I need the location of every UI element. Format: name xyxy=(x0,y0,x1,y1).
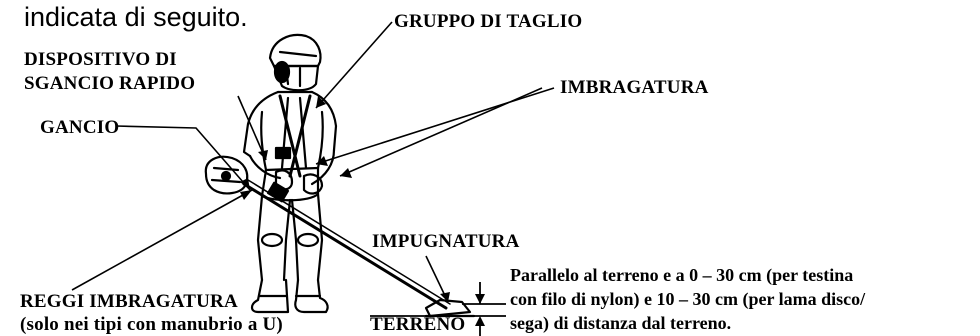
label-hook: GANCIO xyxy=(40,117,120,138)
label-harness-holder-note: (solo nei tipi con manubrio a U) xyxy=(20,314,283,335)
label-quick-release-line2: SGANCIO RAPIDO xyxy=(24,73,196,94)
operator-body-icon xyxy=(242,90,338,314)
trimmer-shaft-icon xyxy=(242,179,451,310)
arrowheads xyxy=(240,96,450,302)
distance-arrows xyxy=(475,294,485,326)
engine-icon xyxy=(204,155,249,195)
label-harness: IMBRAGATURA xyxy=(560,77,709,98)
note-line-3: sega) di distanza dal terreno. xyxy=(510,313,732,333)
note-line-1: Parallelo al terreno e a 0 – 30 cm (per … xyxy=(510,265,854,285)
label-harness-holder: REGGI IMBRAGATURA xyxy=(20,291,238,312)
label-cutting-group: GRUPPO DI TAGLIO xyxy=(394,11,583,32)
helmet-icon xyxy=(268,33,322,92)
intro-text: indicata di seguito. xyxy=(24,2,248,32)
label-grip: IMPUGNATURA xyxy=(372,231,520,252)
harness-straps-icon xyxy=(274,94,312,178)
label-ground: TERRENO xyxy=(370,314,466,335)
label-quick-release-line1: DISPOSITIVO DI xyxy=(24,49,177,70)
leader-lines xyxy=(71,21,555,303)
note-line-2: con filo di nylon) e 10 – 30 cm (per lam… xyxy=(510,289,866,309)
